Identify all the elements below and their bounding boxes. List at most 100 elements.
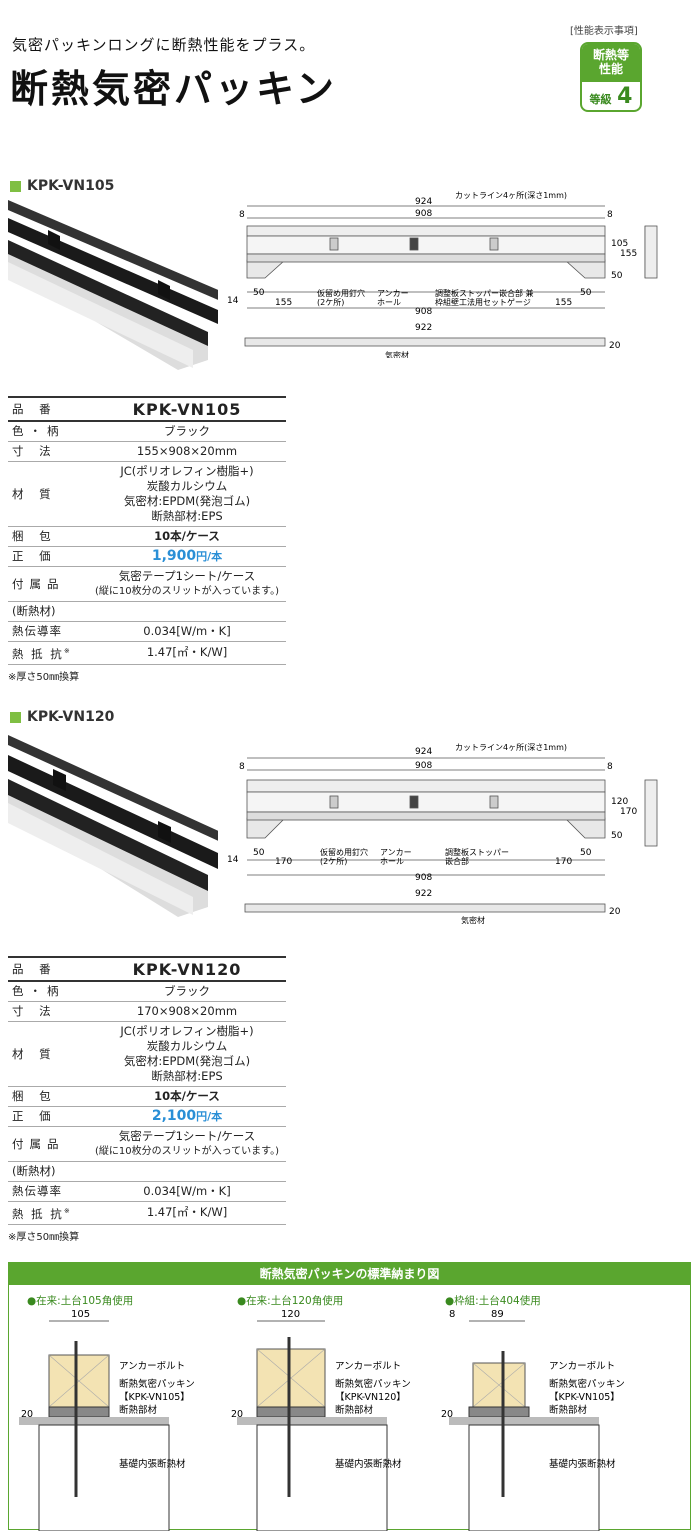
performance-badge: 断熱等 性能 等級 4 (580, 42, 642, 112)
spec-material: JC(ポリオレフィン樹脂+) 炭酸カルシウム 気密材:EPDM(発泡ゴム) 断熱… (88, 461, 286, 527)
spec-label: 付属品 (8, 566, 88, 602)
label-packing: 断熱気密パッキン (335, 1378, 411, 1390)
section-marker-icon (10, 711, 21, 723)
spec-model: KPK-VN120 (88, 956, 286, 982)
spec-label: 品 番 (8, 396, 88, 422)
res-label: 熱 抵 抗 (12, 646, 64, 661)
spec-label: 品 番 (8, 956, 88, 982)
anchor-hole-label-2: ホール (377, 298, 401, 307)
spec-resistance: 1.47[㎡・K/W] (88, 641, 286, 665)
install-heading: 断熱気密パッキンの標準納まり図 (9, 1263, 690, 1285)
badge-top-line2: 性能 (598, 62, 623, 76)
dim-908-top: 908 (415, 761, 432, 771)
dim-8-left: 8 (239, 210, 245, 220)
material-4: 断熱部材:EPS (151, 1069, 223, 1083)
dim-50-a: 50 (253, 848, 265, 858)
spec-model: KPK-VN105 (88, 396, 286, 422)
acc-1: 気密テープ1シート/ケース (118, 1129, 256, 1143)
spec-label: 色・柄 (8, 981, 88, 1002)
material-4: 断熱部材:EPS (151, 509, 223, 523)
label-packing: 断熱気密パッキン (119, 1378, 195, 1390)
label-bolt: アンカーボルト (119, 1361, 185, 1372)
insulation-label: (断熱材) (8, 601, 286, 622)
dim-14: 14 (227, 296, 239, 306)
acc-1: 気密テープ1シート/ケース (118, 569, 256, 583)
install-diagram-105: 105 アンカーボルト 断熱気密パッキン 【KPK-VN105】 断熱部材 20… (19, 1309, 195, 1531)
dim-8-right: 8 (607, 762, 613, 772)
diagram-caption: ●枠組:土台404使用 (445, 1295, 541, 1307)
insulation-label: (断熱材) (8, 1161, 286, 1182)
anchor-hole-label: アンカー (380, 848, 412, 857)
diagram-width: 120 (281, 1309, 300, 1320)
spec-price: 2,100円/本 (88, 1106, 286, 1127)
material-2: 炭酸カルシウム (146, 1039, 228, 1053)
airtight-label: 気密材 (385, 350, 409, 358)
dim-50-a: 50 (253, 288, 265, 298)
nail-hole-label-2: (2ケ所) (320, 856, 347, 866)
product-photo-kpk-vn105 (8, 200, 218, 370)
dim-922: 922 (415, 889, 432, 899)
spec-label: 梱 包 (8, 526, 88, 547)
nail-hole-label-2: (2ケ所) (317, 297, 344, 307)
spec-color: ブラック (88, 421, 286, 442)
spec-label: 熱 抵 抗※ (8, 641, 88, 665)
spec-conductivity: 0.034[W/m・K] (88, 621, 286, 642)
spec-label: 熱 抵 抗※ (8, 1201, 88, 1225)
spec-label: 付属品 (8, 1126, 88, 1162)
diagram-caption: ●在来:土台105角使用 (27, 1295, 134, 1307)
label-insul: 断熱部材 (549, 1404, 588, 1416)
res-mark: ※ (63, 647, 72, 655)
material-jc: JC (120, 464, 132, 478)
cut-line-label: カットライン4ヶ所(深さ1mm) (455, 742, 567, 752)
dim-170-right: 170 (620, 807, 637, 817)
airtight-label: 気密材 (461, 915, 485, 925)
spec-label: 寸 法 (8, 1001, 88, 1022)
spec-label: 色・柄 (8, 421, 88, 442)
label-dim: 20 (441, 1409, 453, 1420)
price-value: 2,100 (151, 1108, 197, 1124)
dim-105: 105 (611, 239, 628, 249)
install-diagram-404: 8 89 アンカーボルト 断熱気密パッキン 【KPK-VN105】 断熱部材 2… (441, 1309, 625, 1531)
spec-price: 1,900円/本 (88, 546, 286, 567)
diagram-width: 105 (71, 1309, 90, 1320)
footnote: ※厚さ50㎜換算 (8, 1232, 80, 1243)
price-unit: 円/本 (196, 1110, 223, 1123)
label-base: 基礎内張断熱材 (119, 1458, 186, 1470)
spec-label: 梱 包 (8, 1086, 88, 1107)
label-base: 基礎内張断熱材 (549, 1458, 616, 1470)
spec-label: 材 質 (8, 461, 88, 527)
spec-label: 熱伝導率 (8, 1181, 88, 1202)
spec-label: 熱伝導率 (8, 621, 88, 642)
res-mark: ※ (63, 1207, 72, 1215)
cut-line-label: カットライン4ヶ所(深さ1mm) (455, 190, 567, 200)
acc-2: (縦に10枚分のスリットが入っています。) (94, 1146, 280, 1157)
section-heading-text: KPK-VN120 (27, 709, 115, 725)
badge-grade: 等級 4 (582, 82, 640, 110)
label-base: 基礎内張断熱材 (335, 1458, 402, 1470)
spec-label: 材 質 (8, 1021, 88, 1087)
spec-resistance: 1.47[㎡・K/W] (88, 1201, 286, 1225)
material-1: ポリオレフィン樹脂+ (136, 1024, 250, 1038)
dim-50-right: 50 (611, 831, 623, 841)
spec-size: 170×908×20mm (88, 1001, 286, 1022)
page-title: 断熱気密パッキン (10, 67, 337, 111)
material-1: ポリオレフィン樹脂+ (136, 464, 250, 478)
spec-label: 正 価 (8, 546, 88, 567)
label-dim: 20 (21, 1409, 33, 1420)
dim-8-left: 8 (239, 762, 245, 772)
price-value: 1,900 (151, 548, 197, 564)
spec-accessory: 気密テープ1シート/ケース(縦に10枚分のスリットが入っています。) (88, 566, 286, 602)
section-heading-text: KPK-VN105 (27, 178, 115, 194)
badge-top-line1: 断熱等 (592, 48, 629, 62)
spec-color: ブラック (88, 981, 286, 1002)
nail-hole-label: 仮留め用釘穴 (317, 288, 365, 298)
diagram-offset: 8 (449, 1309, 455, 1320)
label-dim: 20 (231, 1409, 243, 1420)
badge-grade-label: 等級 (589, 93, 612, 106)
label-insul: 断熱部材 (335, 1404, 374, 1416)
label-model: 【KPK-VN105】 (119, 1392, 190, 1403)
adjust-label-2: 嵌合部 (445, 856, 469, 866)
label-bolt: アンカーボルト (549, 1361, 615, 1372)
dim-14: 14 (227, 855, 239, 865)
